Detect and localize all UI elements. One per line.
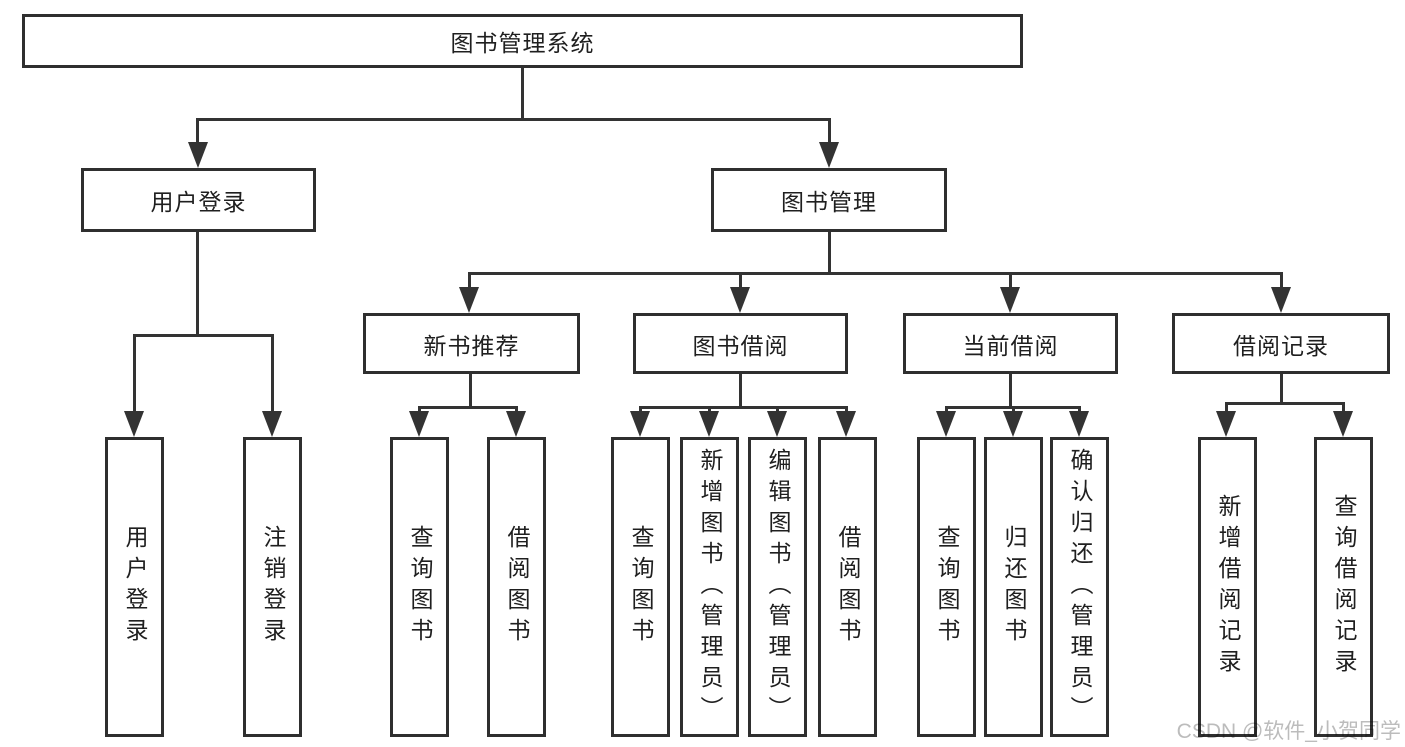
arrow-down-icon xyxy=(1216,411,1236,437)
leaf-confirm-return-admin-label: 确认归还（管理员） xyxy=(1067,447,1093,727)
leaf-edit-books-admin: 编辑图书（管理员） xyxy=(748,437,807,737)
leaf-add-borrow-record: 新增借阅记录 xyxy=(1198,437,1257,737)
leaf-current-query-books-label: 查询图书 xyxy=(934,525,960,649)
connector-line xyxy=(521,68,524,121)
connector-line xyxy=(1225,402,1345,405)
connector-line xyxy=(776,406,779,414)
connector-line xyxy=(418,406,518,409)
arrow-down-icon xyxy=(836,411,856,437)
leaf-borrow-query-books: 查询图书 xyxy=(611,437,670,737)
connector-line xyxy=(708,406,711,414)
node-book-management-label: 图书管理 xyxy=(781,189,877,215)
leaf-add-books-admin-label: 新增图书（管理员） xyxy=(697,447,723,727)
connector-line xyxy=(828,118,831,146)
node-new-book-recommend-label: 新书推荐 xyxy=(423,332,520,359)
connector-line xyxy=(1225,402,1228,414)
arrow-down-icon xyxy=(936,411,956,437)
leaf-add-borrow-record-label: 新增借阅记录 xyxy=(1215,494,1241,680)
leaf-rec-borrow-books: 借阅图书 xyxy=(487,437,546,737)
connector-line xyxy=(1012,406,1015,414)
connector-line xyxy=(828,232,831,274)
leaf-return-books: 归还图书 xyxy=(984,437,1043,737)
connector-line xyxy=(639,406,848,409)
connector-line xyxy=(469,374,472,408)
connector-line xyxy=(196,232,199,337)
node-current-borrowing-label: 当前借阅 xyxy=(962,332,1059,359)
arrow-down-icon xyxy=(188,142,208,168)
leaf-borrow-query-books-label: 查询图书 xyxy=(628,525,654,649)
arrow-down-icon xyxy=(459,287,479,313)
node-new-book-recommend: 新书推荐 xyxy=(363,313,580,374)
connector-line xyxy=(468,272,471,289)
node-root: 图书管理系统 xyxy=(22,14,1023,68)
node-user-login: 用户登录 xyxy=(81,168,316,232)
connector-line xyxy=(196,118,831,121)
leaf-rec-query-books-label: 查询图书 xyxy=(407,525,433,649)
node-book-borrowing-label: 图书借阅 xyxy=(692,332,789,359)
node-current-borrowing: 当前借阅 xyxy=(903,313,1118,374)
leaf-confirm-return-admin: 确认归还（管理员） xyxy=(1050,437,1109,737)
arrow-down-icon xyxy=(506,411,526,437)
node-book-borrowing: 图书借阅 xyxy=(633,313,848,374)
arrow-down-icon xyxy=(1271,287,1291,313)
leaf-borrow-books-label: 借阅图书 xyxy=(835,525,861,649)
arrow-down-icon xyxy=(630,411,650,437)
connector-line xyxy=(739,374,742,408)
connector-line xyxy=(418,406,421,414)
connector-line xyxy=(945,406,948,414)
node-book-management: 图书管理 xyxy=(711,168,947,232)
leaf-logout: 注销登录 xyxy=(243,437,302,737)
leaf-query-borrow-record: 查询借阅记录 xyxy=(1314,437,1373,737)
arrow-down-icon xyxy=(409,411,429,437)
node-borrowing-records-label: 借阅记录 xyxy=(1233,332,1329,359)
arrow-down-icon xyxy=(819,142,839,168)
leaf-user-login: 用户登录 xyxy=(105,437,164,737)
arrow-down-icon xyxy=(767,411,787,437)
connector-line xyxy=(1078,406,1081,414)
node-borrowing-records: 借阅记录 xyxy=(1172,313,1390,374)
arrow-down-icon xyxy=(1069,411,1089,437)
arrow-down-icon xyxy=(1000,287,1020,313)
watermark: CSDN @软件_小贺同学 xyxy=(1176,720,1401,743)
arrow-down-icon xyxy=(262,411,282,437)
arrow-down-icon xyxy=(1333,411,1353,437)
connector-line xyxy=(133,334,274,337)
connector-line xyxy=(739,272,742,289)
leaf-rec-query-books: 查询图书 xyxy=(390,437,449,737)
arrow-down-icon xyxy=(730,287,750,313)
leaf-return-books-label: 归还图书 xyxy=(1001,525,1027,649)
connector-line xyxy=(1009,272,1012,289)
leaf-query-borrow-record-label: 查询借阅记录 xyxy=(1331,494,1357,680)
node-root-label: 图书管理系统 xyxy=(450,30,595,56)
leaf-logout-label: 注销登录 xyxy=(260,525,286,649)
arrow-down-icon xyxy=(124,411,144,437)
connector-line xyxy=(845,406,848,414)
connector-line xyxy=(1342,402,1345,414)
connector-line xyxy=(133,334,136,412)
leaf-borrow-books: 借阅图书 xyxy=(818,437,877,737)
leaf-rec-borrow-books-label: 借阅图书 xyxy=(504,525,530,649)
connector-line xyxy=(196,118,199,146)
leaf-add-books-admin: 新增图书（管理员） xyxy=(680,437,739,737)
arrow-down-icon xyxy=(699,411,719,437)
connector-line xyxy=(271,334,274,412)
connector-line xyxy=(1280,374,1283,404)
leaf-current-query-books: 查询图书 xyxy=(917,437,976,737)
leaf-edit-books-admin-label: 编辑图书（管理员） xyxy=(765,447,791,727)
arrow-down-icon xyxy=(1003,411,1023,437)
connector-line xyxy=(1280,272,1283,289)
connector-line xyxy=(639,406,642,414)
connector-line xyxy=(1009,374,1012,408)
connector-line xyxy=(468,272,1282,275)
node-user-login-label: 用户登录 xyxy=(150,189,247,215)
leaf-user-login-label: 用户登录 xyxy=(122,525,148,649)
connector-line xyxy=(515,406,518,414)
